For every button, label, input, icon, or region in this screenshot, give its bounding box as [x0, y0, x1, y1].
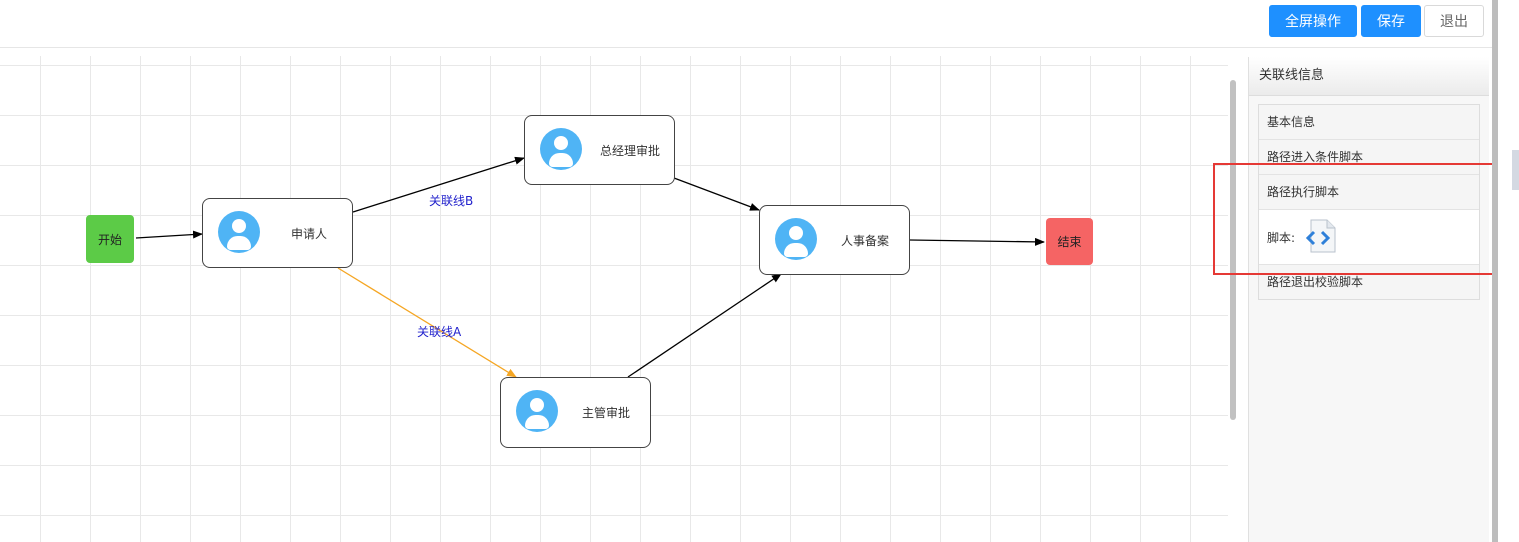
- edge-line-b[interactable]: [352, 156, 525, 213]
- code-file-icon[interactable]: [1305, 218, 1337, 254]
- node-label: 总经理审批: [600, 143, 661, 158]
- panel-title: 关联线信息: [1249, 57, 1489, 96]
- side-collapse-tab[interactable]: [1512, 150, 1519, 190]
- section-enter-condition-script[interactable]: 路径进入条件脚本: [1259, 140, 1479, 175]
- save-button[interactable]: 保存: [1361, 5, 1421, 37]
- edge-label-a[interactable]: 关联线A: [417, 325, 462, 339]
- window-scrollbar[interactable]: [1492, 0, 1498, 542]
- flow-canvas[interactable]: 开始 申请人 总经理审批 人事备案 主管审批 结束 关联线B 关联线A: [0, 56, 1228, 542]
- execute-script-body: 脚本:: [1259, 210, 1479, 265]
- window-margin: [1498, 0, 1519, 542]
- node-gm-approval[interactable]: 总经理审批: [524, 115, 675, 185]
- link-info-panel: 关联线信息 基本信息 路径进入条件脚本 路径执行脚本 脚本: 路径退出校验脚本: [1248, 57, 1489, 542]
- top-toolbar: 全屏操作 保存 退出: [0, 0, 1494, 48]
- section-basic-info[interactable]: 基本信息: [1259, 105, 1479, 140]
- node-applicant[interactable]: 申请人: [202, 198, 353, 268]
- node-supervisor-approval[interactable]: 主管审批: [500, 377, 651, 448]
- exit-button[interactable]: 退出: [1424, 5, 1484, 37]
- user-avatar-icon: [775, 218, 817, 260]
- user-avatar-icon: [516, 390, 558, 432]
- section-execute-script[interactable]: 路径执行脚本: [1259, 175, 1479, 210]
- section-exit-check-script[interactable]: 路径退出校验脚本: [1259, 265, 1479, 299]
- edge-hr-to-end[interactable]: [909, 237, 1045, 246]
- user-avatar-icon: [218, 211, 260, 253]
- user-avatar-icon: [540, 128, 582, 170]
- edge-line-a[interactable]: [337, 267, 517, 378]
- script-label: 脚本:: [1267, 231, 1296, 245]
- node-label: 申请人: [291, 226, 328, 241]
- edge-gm-to-hr[interactable]: [673, 177, 760, 211]
- link-accordion: 基本信息 路径进入条件脚本 路径执行脚本 脚本: 路径退出校验脚本: [1258, 104, 1480, 300]
- end-node[interactable]: 结束: [1046, 218, 1093, 265]
- node-label: 主管审批: [582, 406, 631, 420]
- edge-supervisor-to-hr[interactable]: [627, 273, 782, 378]
- canvas-scrollbar[interactable]: [1230, 80, 1236, 420]
- flow-edges: [135, 156, 1045, 378]
- edge-label-b[interactable]: 关联线B: [429, 194, 474, 208]
- start-node[interactable]: 开始: [86, 215, 134, 263]
- edge-start-to-applicant[interactable]: [135, 230, 203, 239]
- highlight-box: [1213, 163, 1510, 275]
- fullscreen-button[interactable]: 全屏操作: [1269, 5, 1357, 37]
- node-hr-record[interactable]: 人事备案: [759, 205, 910, 275]
- node-label: 人事备案: [841, 233, 890, 248]
